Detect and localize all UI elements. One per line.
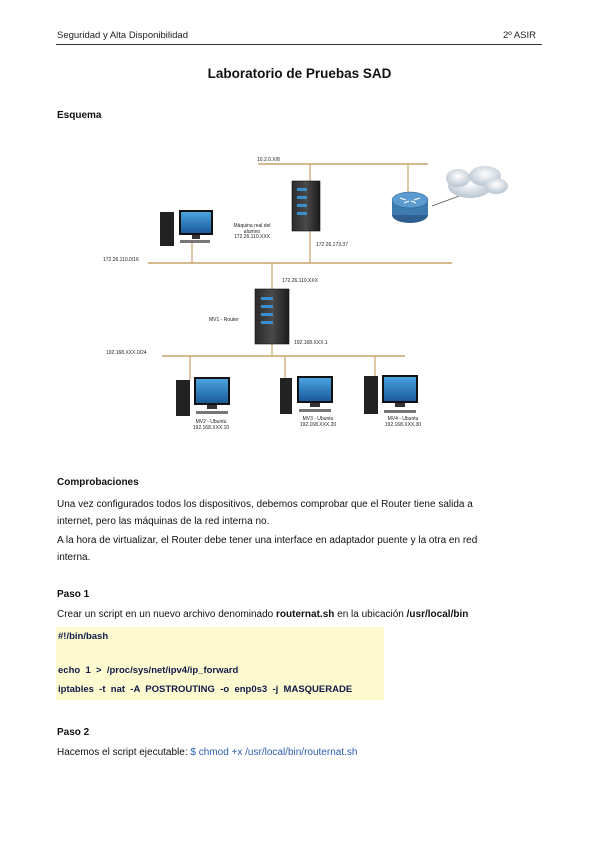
label-net-mid: 172.26.110.0/16 bbox=[103, 257, 139, 263]
section-heading-paso2: Paso 2 bbox=[57, 727, 90, 738]
paragraph-paso2: Hacemos el script ejecutable: $ chmod +x… bbox=[57, 747, 358, 758]
section-heading-comprobaciones: Comprobaciones bbox=[57, 477, 139, 488]
server-icon bbox=[291, 180, 321, 232]
code-line-ip-forward: echo 1 > /proc/sys/net/ipv4/ip_forward bbox=[58, 665, 239, 676]
header-course: 2º ASIR bbox=[502, 30, 536, 41]
router-device-icon bbox=[391, 191, 429, 223]
network-diagram-svg bbox=[148, 163, 508, 416]
router-server-icon bbox=[254, 288, 290, 345]
location-path: /usr/local/bin bbox=[406, 609, 469, 620]
label-mv3: MV3 - Ubuntu 192.168.XXX.20 bbox=[299, 416, 337, 428]
label-router-name: MV1 - Router bbox=[209, 317, 239, 323]
header-divider bbox=[56, 44, 542, 45]
mv3-pc-icon bbox=[280, 376, 333, 414]
label-net-low: 192.168.XXX.0/24 bbox=[106, 350, 147, 356]
label-net-top: 10.2.0.X/8 bbox=[257, 157, 280, 163]
mv4-pc-icon bbox=[364, 375, 418, 414]
paragraph-comprobaciones-2: A la hora de virtualizar, el Router debe… bbox=[57, 535, 478, 563]
header-subject: Seguridad y Alta Disponibilidad bbox=[57, 30, 188, 41]
label-server-ip: 172.26.173.37 bbox=[316, 242, 348, 248]
label-mv4: MV4 - Ubuntu 192.168.XXX.30 bbox=[384, 416, 422, 428]
page-title: Laboratorio de Pruebas SAD bbox=[207, 66, 392, 81]
internet-cloud-icon bbox=[446, 166, 508, 198]
mv2-pc-icon bbox=[176, 377, 230, 416]
label-router-ext-ip: 172.26.110.XXX bbox=[282, 278, 319, 284]
code-line-iptables: iptables -t nat -A POSTROUTING -o enp0s3… bbox=[58, 684, 353, 695]
code-line-shebang: #!/bin/bash bbox=[58, 631, 109, 642]
label-mv2: MV2 - Ubuntu 192.168.XXX.10 bbox=[192, 419, 230, 431]
chmod-command: $ chmod +x /usr/local/bin/routernat.sh bbox=[190, 747, 358, 758]
real-machine-pc-icon bbox=[160, 210, 213, 246]
paragraph-paso1: Crear un script en un nuevo archivo deno… bbox=[57, 609, 469, 620]
section-heading-paso1: Paso 1 bbox=[57, 589, 90, 600]
paragraph-comprobaciones-1: Una vez configurados todos los dispositi… bbox=[57, 499, 473, 527]
label-real-machine: Máquina real del alumno 172.26.110.XXX bbox=[233, 223, 271, 240]
label-router-int-ip: 192.168.XXX.1 bbox=[294, 340, 328, 346]
code-block: #!/bin/bash echo 1 > /proc/sys/net/ipv4/… bbox=[56, 627, 384, 700]
filename: routernat.sh bbox=[276, 609, 335, 620]
network-diagram: 10.2.0.X/8 Máquina real del alumno 172.2… bbox=[0, 140, 599, 440]
section-heading-esquema: Esquema bbox=[57, 110, 102, 121]
